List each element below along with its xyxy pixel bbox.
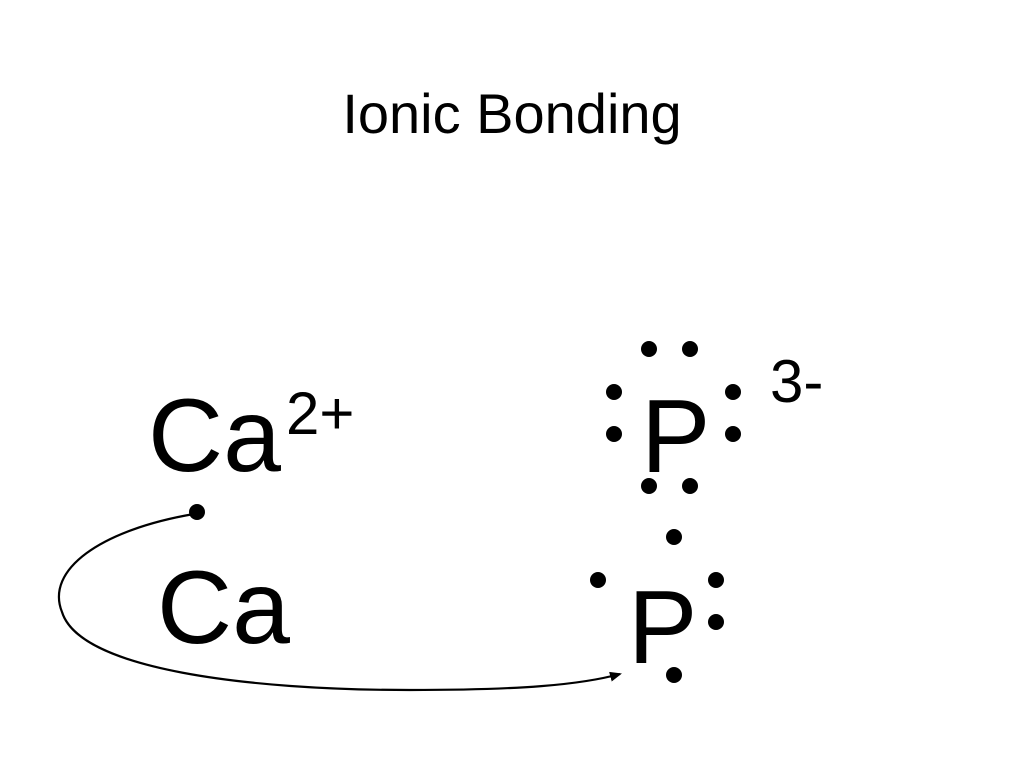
calcium-ion-charge: 2+ bbox=[286, 380, 355, 447]
phosphide-electron-left-bottom bbox=[606, 426, 622, 442]
phosphide-ion-symbol: P bbox=[641, 379, 711, 495]
phosphorus-electron-left bbox=[590, 572, 606, 588]
electron-transfer-arrow-path bbox=[57, 512, 622, 692]
calcium-ion-symbol: Ca bbox=[148, 378, 281, 494]
phosphorus-electron-right-top bbox=[708, 572, 724, 588]
slide-title: Ionic Bonding bbox=[342, 82, 682, 145]
phosphide-electron-right-top bbox=[725, 384, 741, 400]
calcium-atom-symbol: Ca bbox=[157, 550, 290, 666]
phosphide-electron-top-left bbox=[641, 341, 657, 357]
calcium-atom-electron bbox=[189, 504, 205, 520]
phosphide-electron-bottom-right bbox=[682, 478, 698, 494]
phosphide-electron-top-right bbox=[682, 341, 698, 357]
phosphide-ion-charge: 3- bbox=[770, 348, 824, 415]
phosphorus-electron-right-bottom bbox=[708, 614, 724, 630]
phosphide-electron-right-bottom bbox=[725, 426, 741, 442]
phosphorus-electron-bottom bbox=[666, 667, 682, 683]
phosphide-electron-bottom-left bbox=[641, 478, 657, 494]
phosphorus-atom-symbol: P bbox=[628, 570, 698, 686]
phosphorus-electron-top bbox=[666, 529, 682, 545]
phosphide-electron-left-top bbox=[606, 384, 622, 400]
